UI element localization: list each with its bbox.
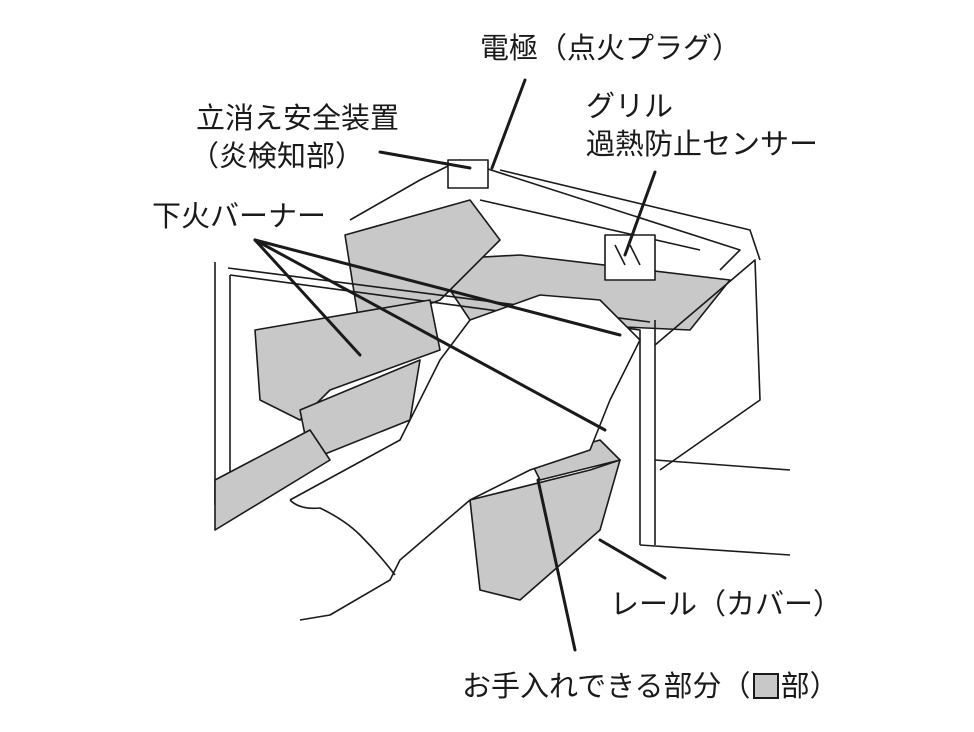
leader-burner-1: [253, 238, 362, 357]
front-frame: [214, 262, 231, 505]
left-rail: [214, 429, 331, 531]
label-grill-sensor-1: グリル: [586, 89, 674, 123]
label-grill-sensor-2: 過熱防止センサー: [586, 127, 819, 161]
label-cleanable: お手入れできる部分（ 部）: [462, 668, 839, 704]
leader-flame-safety: [378, 150, 472, 170]
leader-rail: [598, 538, 667, 580]
label-flame-safety-1: 立消え安全装置: [196, 101, 400, 135]
leader-burner-3: [253, 238, 622, 337]
label-cleanable-suffix: 部）: [780, 669, 839, 703]
right-rail: [469, 459, 621, 601]
leader-grill-sensor: [623, 170, 657, 257]
label-cleanable-prefix: お手入れできる部分（: [462, 669, 751, 703]
label-flame-safety-2: （炎検知部）: [190, 139, 365, 173]
label-rail: レール（カバー）: [610, 587, 843, 621]
lower-burner: [254, 299, 441, 421]
leader-cleanable: [536, 478, 577, 652]
gray-swatch-icon: [752, 673, 779, 699]
electrode-block: [447, 159, 489, 189]
leader-burner-2: [253, 238, 607, 432]
label-lower-burner: 下火バーナー: [152, 199, 327, 233]
leader-electrode: [490, 78, 527, 170]
label-electrode: 電極（点火プラグ）: [480, 31, 742, 65]
